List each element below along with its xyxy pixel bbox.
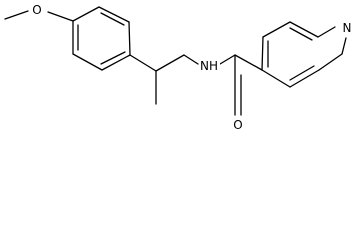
bond-aryl-ch: [129, 54, 157, 72]
atom-label-n-pyridine: N: [343, 21, 352, 35]
bond-methyl-o: [4, 10, 29, 20]
atom-label-o-methoxy: O: [32, 3, 41, 17]
pyridine-ring: [261, 21, 347, 88]
bond-ch-methyl: [155, 54, 185, 72]
bond-co-ring: [234, 54, 263, 71]
atom-label-nh-amide: NH: [200, 59, 218, 73]
chemical-structure: O NH O N: [4, 3, 352, 132]
bond-ch-n: [183, 54, 199, 65]
methoxyphenyl-ring: [72, 6, 131, 71]
bond-o-aryl: [47, 11, 74, 22]
atom-label-o-carbonyl: O: [233, 118, 242, 132]
bond-n-co: [219, 54, 236, 65]
